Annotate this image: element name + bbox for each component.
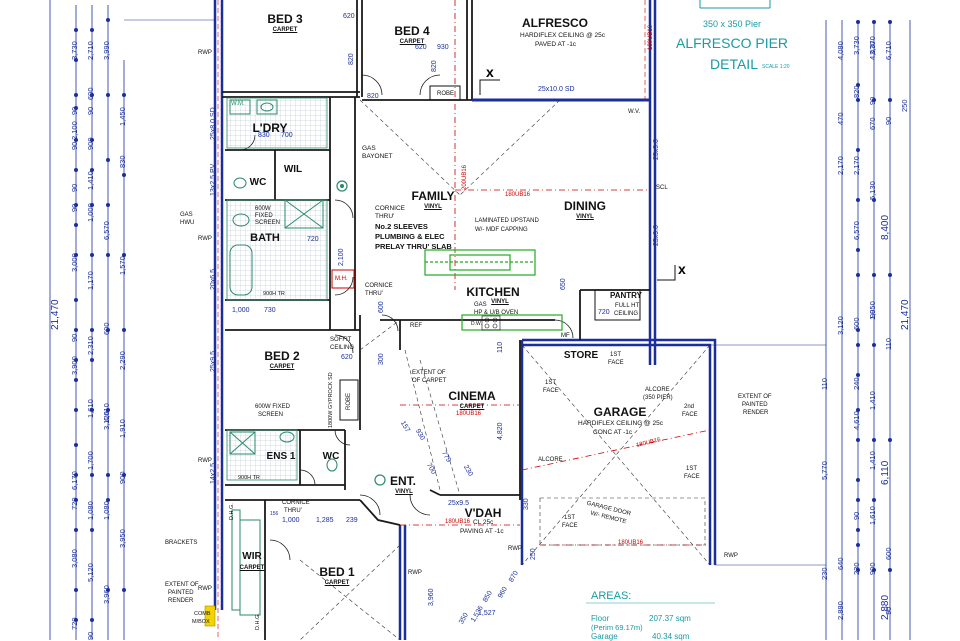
mh-box <box>331 269 355 289</box>
wet-area-tiles <box>226 97 328 481</box>
internal-walls <box>222 0 650 640</box>
dimension-extension-lines <box>124 19 826 566</box>
areas-floor-label: Floor <box>591 614 610 623</box>
ent-symbol <box>374 474 386 486</box>
garage-door-outline <box>539 497 706 546</box>
kitchen-island <box>424 249 563 331</box>
left-dimension-lines <box>49 0 125 640</box>
areas-block: AREAS: Floor 207.37 sqm (Perim 69.17m) G… <box>583 585 718 641</box>
areas-title: AREAS: <box>591 590 632 602</box>
section-markers <box>479 79 676 281</box>
beam-lines <box>400 0 711 546</box>
right-dimension-lines <box>825 20 911 640</box>
entry-walls <box>359 489 441 526</box>
areas-floor-value: 207.37 sqm <box>649 614 691 623</box>
left-dimension-ticks <box>74 18 126 622</box>
pier-detail-symbol <box>699 0 771 9</box>
areas-garage-label: Garage <box>591 632 618 641</box>
areas-perim: (Perim 69.17m) <box>591 623 643 632</box>
cooktop <box>481 315 501 331</box>
robe-box <box>429 85 461 101</box>
robe2-box <box>339 379 359 421</box>
comb-mbox <box>204 605 216 627</box>
areas-garage-value: 40.34 sqm <box>652 632 690 641</box>
wir-shelf <box>239 519 261 616</box>
external-walls <box>213 0 717 640</box>
right-dimension-ticks <box>856 20 892 572</box>
pantry-box <box>594 289 641 321</box>
diagonal-construction-lines <box>299 99 711 640</box>
gas-bayonet-symbol <box>336 180 348 192</box>
fixtures <box>229 99 338 611</box>
